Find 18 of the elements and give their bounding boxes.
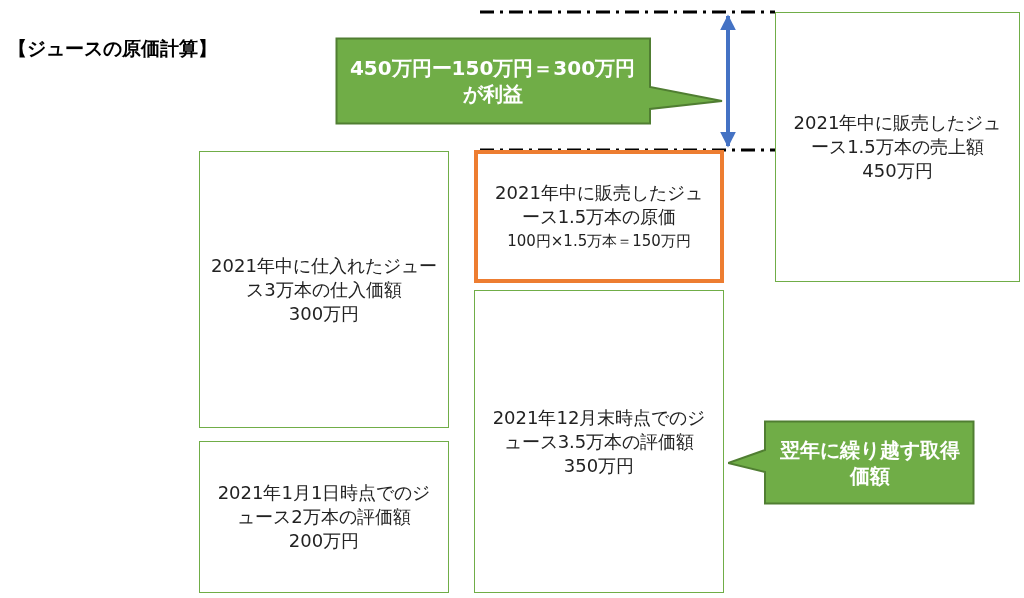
callout-text: 翌年に繰り越す取得価額 [779, 436, 961, 489]
text-box [199, 151, 449, 428]
box-heading: 2021年中に販売したジュース1.5万本の売上額 [792, 111, 1003, 159]
amount-text: 200万円 [288, 529, 360, 553]
text-box [199, 441, 449, 593]
box-heading: 2021年中に仕入れたジュース3万本の仕入価額 [210, 253, 438, 302]
highlighted-box [474, 150, 724, 283]
box-heading: 2021年1月1日時点でのジュース2万本の評価額 [216, 481, 432, 529]
callout-text: 450万円ー150万円＝300万円が利益 [348, 55, 637, 107]
amount-text: 350万円 [563, 453, 635, 478]
box-heading: 2021年中に販売したジュース1.5万本の原価 [494, 180, 704, 229]
text-box [474, 290, 724, 593]
amount-text: 450万円 [862, 159, 933, 183]
amount-text: 300万円 [288, 301, 360, 326]
box-heading: 2021年12月末時点でのジュース3.5万本の評価額 [491, 405, 707, 454]
text-box [775, 12, 1020, 282]
diagram-title: 【ジュースの原価計算】 [8, 36, 217, 61]
formula-text: 100円×1.5万本＝150万円 [507, 230, 691, 252]
